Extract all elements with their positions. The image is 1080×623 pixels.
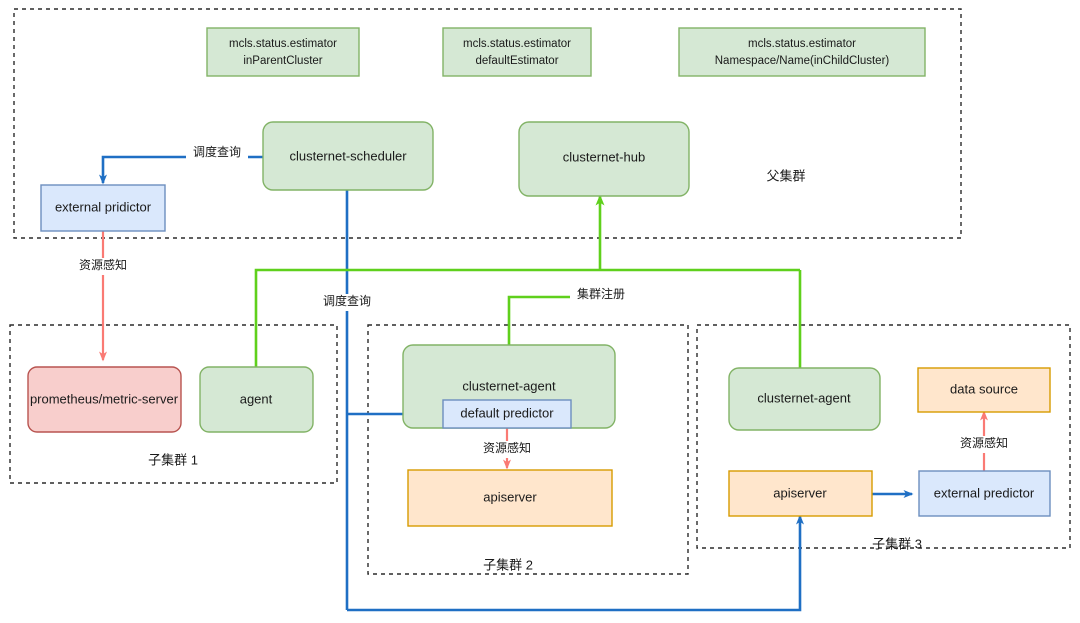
node-clusternet-agent-child3[interactable]: clusternet-agent	[728, 367, 881, 431]
zone-parent-cluster-label: 父集群	[766, 168, 805, 183]
node-agent-label: agent	[240, 391, 273, 406]
node-agent[interactable]: agent	[199, 366, 314, 433]
node-data-source[interactable]: data source	[917, 367, 1051, 413]
zone-child-cluster-1	[9, 324, 338, 484]
edge-label-resource-sense-parent: 资源感知	[72, 257, 134, 275]
node-external-predictor-child3[interactable]: external predictor	[918, 470, 1051, 517]
edge-label-text: 资源感知	[960, 435, 1008, 450]
edge-label-text: 资源感知	[483, 440, 531, 455]
node-apiserver-child2-label: apiserver	[483, 489, 537, 504]
edge-label-resource-sense-child2: 资源感知	[476, 440, 538, 458]
node-clusternet-hub-label: clusternet-hub	[563, 149, 645, 164]
zone-child-cluster-2	[367, 324, 689, 575]
zone-child-cluster-3-label: 子集群 3	[872, 536, 922, 551]
edge-label-schedule-query-parent: 调度查询	[186, 144, 248, 162]
legend-item-in-parent-cluster: mcls.status.estimator inParentCluster	[206, 27, 360, 77]
node-data-source-label: data source	[950, 381, 1018, 396]
legend-item-default-estimator: mcls.status.estimator defaultEstimator	[442, 27, 592, 77]
node-external-predictor-child3-label: external predictor	[934, 485, 1035, 500]
edge-clusternet-agent-c2-to-trunk	[507, 295, 600, 345]
edge-label-text: 调度查询	[193, 144, 241, 159]
edge-label-text: 调度查询	[323, 293, 371, 308]
edge-scheduler-bottom-to-apiserver-c3	[347, 514, 804, 612]
legend-item-line2: defaultEstimator	[475, 55, 558, 67]
node-external-pridictor-label: external pridictor	[55, 199, 152, 214]
zone-child-cluster-2-label: 子集群 2	[483, 557, 533, 572]
node-clusternet-agent-child2-label: clusternet-agent	[462, 378, 556, 393]
legend-item-in-child-cluster: mcls.status.estimator Namespace/Name(inC…	[678, 27, 926, 77]
zone-child-cluster-1-label: 子集群 1	[148, 452, 198, 467]
edge-agent-c1-to-trunk	[254, 268, 800, 367]
edge-label-text: 集群注册	[577, 286, 625, 301]
node-prometheus-metric-server[interactable]: prometheus/metric-server	[27, 366, 182, 433]
legend-item-line2: inParentCluster	[243, 55, 322, 67]
node-default-predictor-label: default predictor	[460, 405, 554, 420]
node-clusternet-hub[interactable]: clusternet-hub	[518, 121, 690, 197]
legend-item-line1: mcls.status.estimator	[748, 38, 856, 50]
edge-label-cluster-register: 集群注册	[570, 286, 632, 304]
node-clusternet-scheduler-label: clusternet-scheduler	[289, 148, 407, 163]
zone-child-cluster-3	[696, 324, 1071, 549]
node-default-predictor[interactable]: default predictor	[442, 399, 572, 429]
node-apiserver-child3-label: apiserver	[773, 485, 827, 500]
node-external-pridictor[interactable]: external pridictor	[40, 184, 166, 232]
node-apiserver-child2[interactable]: apiserver	[407, 469, 613, 527]
edge-label-text: 资源感知	[79, 257, 127, 272]
legend-item-line2: Namespace/Name(inChildCluster)	[715, 55, 890, 67]
node-apiserver-child3[interactable]: apiserver	[728, 470, 873, 517]
zone-parent-cluster	[13, 8, 962, 239]
legend-item-line1: mcls.status.estimator	[463, 38, 571, 50]
node-prometheus-metric-server-label: prometheus/metric-server	[30, 391, 179, 406]
node-clusternet-scheduler[interactable]: clusternet-scheduler	[262, 121, 434, 191]
edge-label-resource-sense-child3: 资源感知	[953, 435, 1015, 453]
node-clusternet-agent-child3-label: clusternet-agent	[757, 390, 851, 405]
edge-label-schedule-query-child: 调度查询	[316, 293, 378, 311]
legend-item-line1: mcls.status.estimator	[229, 38, 337, 50]
